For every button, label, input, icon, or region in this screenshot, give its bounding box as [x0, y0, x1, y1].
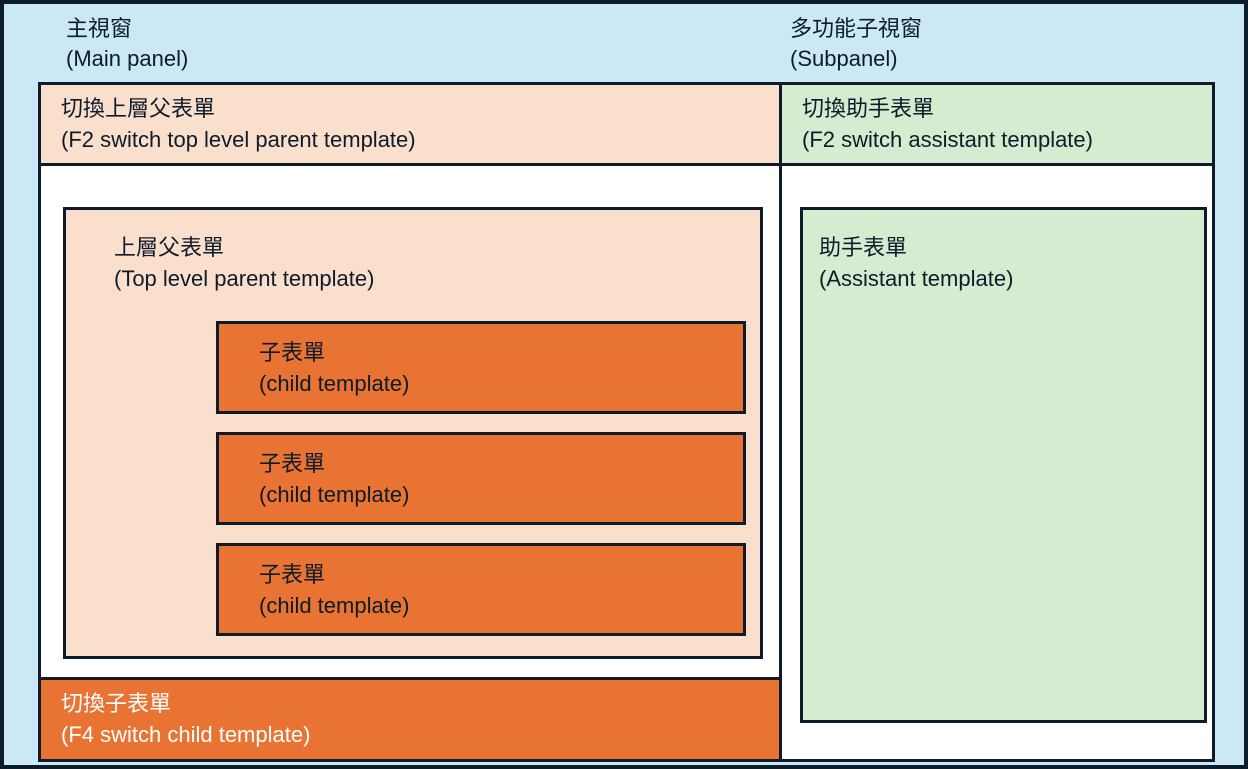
child-template-label-en: (child template): [259, 593, 410, 618]
switch-assistant-template-bar: 切換助手表單 (F2 switch assistant template): [782, 85, 1212, 166]
child-template-label-zh: 子表單: [259, 451, 326, 476]
switch-assistant-label-en: (F2 switch assistant template): [802, 127, 1093, 152]
parent-template-label: 上層父表單 (Top level parent template): [66, 210, 760, 294]
parent-template-label-en: (Top level parent template): [114, 266, 375, 291]
subpanel-caption-en: (Subpanel): [790, 46, 898, 71]
assistant-template-label-zh: 助手表單: [819, 235, 908, 260]
switch-parent-template-bar: 切換上層父表單 (F2 switch top level parent temp…: [41, 85, 779, 166]
switch-assistant-label-zh: 切換助手表單: [802, 96, 935, 121]
assistant-template-label-en: (Assistant template): [819, 266, 1014, 291]
switch-child-label-en: (F4 switch child template): [61, 722, 311, 747]
child-template-label-zh: 子表單: [259, 562, 326, 587]
main-panel-caption-en: (Main panel): [66, 46, 189, 71]
child-template-label-en: (child template): [259, 371, 410, 396]
subpanel-caption-zh: 多功能子視窗: [790, 16, 923, 41]
parent-template-label-zh: 上層父表單: [114, 235, 225, 260]
switch-child-template-bar: 切換子表單 (F4 switch child template): [41, 677, 779, 759]
switch-child-label-zh: 切換子表單: [61, 691, 172, 716]
parent-template-box: 上層父表單 (Top level parent template) 子表單 (c…: [63, 207, 763, 659]
main-panel: 切換上層父表單 (F2 switch top level parent temp…: [38, 82, 782, 762]
main-panel-caption: 主視窗 (Main panel): [66, 14, 188, 74]
subpanel-caption: 多功能子視窗 (Subpanel): [790, 14, 922, 74]
child-template-box: 子表單 (child template): [216, 543, 746, 636]
subpanel: 切換助手表單 (F2 switch assistant template) 助手…: [779, 82, 1215, 762]
assistant-template-box: 助手表單 (Assistant template): [800, 207, 1207, 723]
main-panel-caption-zh: 主視窗: [66, 16, 133, 41]
switch-parent-label-en: (F2 switch top level parent template): [61, 127, 416, 152]
child-template-box: 子表單 (child template): [216, 321, 746, 414]
child-template-label-zh: 子表單: [259, 340, 326, 365]
switch-parent-label-zh: 切換上層父表單: [61, 96, 216, 121]
child-template-label-en: (child template): [259, 482, 410, 507]
child-template-box: 子表單 (child template): [216, 432, 746, 525]
